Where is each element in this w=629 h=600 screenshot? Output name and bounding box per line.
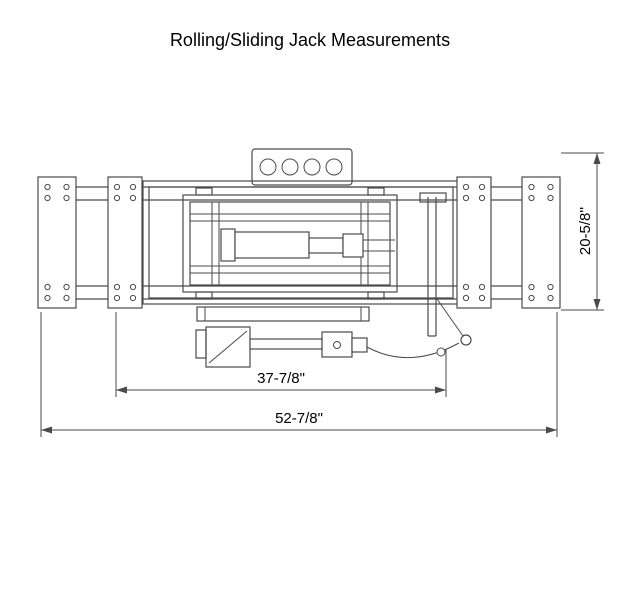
pump-assembly (195, 306, 472, 368)
handle-post (419, 192, 464, 337)
arrowhead-left-icon (116, 386, 127, 394)
plate-hole (303, 158, 321, 176)
pump-bracket (195, 329, 207, 359)
tube-joint (436, 347, 446, 357)
bolt-hole (63, 294, 70, 302)
bolt-hole (528, 183, 535, 191)
top-plate-body (251, 148, 353, 186)
cylinder-rod (308, 237, 344, 254)
cylinder-body (234, 231, 310, 259)
page-title: Rolling/Sliding Jack Measurements (170, 30, 450, 50)
dimension-inner-width: 37-7/8" (115, 312, 447, 397)
cylinder-bracket (220, 228, 236, 262)
pad-plate (107, 176, 143, 309)
hose-line (436, 298, 464, 337)
bolt-hole (113, 283, 121, 291)
carriage-inner (189, 201, 391, 286)
bolt-hole (44, 194, 51, 202)
arrowhead-left-icon (41, 426, 52, 434)
pad-plate (456, 176, 492, 309)
slide-plate (196, 306, 370, 322)
bolt-hole (547, 294, 554, 302)
post-cap (419, 192, 447, 203)
carriage (182, 187, 398, 300)
bolt-hole (528, 194, 535, 202)
arrowhead-right-icon (546, 426, 557, 434)
bolt-hole (44, 283, 51, 291)
pump-detail (208, 330, 248, 364)
bolt-hole (113, 294, 121, 302)
ball-end (460, 334, 472, 346)
hitch-tube (366, 342, 460, 359)
dimension-height: 20-5/8'' (561, 152, 604, 311)
pad-plate (37, 176, 77, 309)
mounting-pad-right-inner (456, 176, 492, 309)
bolt-hole (528, 283, 535, 291)
frame-inner (148, 186, 454, 299)
rod-end-block (342, 233, 364, 258)
arrowhead-up-icon (593, 153, 601, 164)
bolt-hole (63, 283, 70, 291)
carriage-outer (182, 194, 398, 293)
dimension-label-outer-width: 52-7/8" (275, 410, 323, 427)
bolt-hole (63, 194, 70, 202)
roller-tab (195, 187, 213, 196)
bolt-hole (44, 294, 51, 302)
bolt-hole (44, 183, 51, 191)
bolt-hole (63, 183, 70, 191)
bolt-hole (547, 194, 554, 202)
dimension-label-height: 20-5/8'' (577, 207, 594, 255)
bolt-hole (129, 183, 137, 191)
bolt-hole (478, 194, 486, 202)
plate-hole (281, 158, 299, 176)
plate-hole (325, 158, 343, 176)
bolt-hole (129, 294, 137, 302)
pad-plate (521, 176, 561, 309)
bolt-hole (478, 283, 486, 291)
dimension-outer-width: 52-7/8" (40, 312, 558, 437)
pivot-pin (333, 341, 341, 349)
coupler (351, 337, 368, 353)
mounting-pad-left-outer (37, 176, 77, 309)
roller-tab (367, 187, 385, 196)
mounting-pad-left-inner (107, 176, 143, 309)
hydraulic-cylinder (220, 228, 395, 262)
bolt-hole (462, 283, 470, 291)
bolt-hole (547, 183, 554, 191)
arrowhead-right-icon (435, 386, 446, 394)
bolt-hole (478, 294, 486, 302)
bolt-hole (462, 183, 470, 191)
bolt-hole (547, 283, 554, 291)
bolt-hole (528, 294, 535, 302)
dimension-label-inner-width: 37-7/8" (257, 370, 305, 387)
handle-shaft (249, 338, 323, 350)
plate-hole (259, 158, 277, 176)
bolt-hole (478, 183, 486, 191)
bolt-hole (462, 294, 470, 302)
arrowhead-down-icon (593, 299, 601, 310)
mounting-pad-right-outer (521, 176, 561, 309)
bolt-hole (113, 183, 121, 191)
top-plate (251, 148, 353, 186)
bolt-hole (462, 194, 470, 202)
bolt-hole (113, 194, 121, 202)
bolt-hole (129, 283, 137, 291)
bolt-hole (129, 194, 137, 202)
